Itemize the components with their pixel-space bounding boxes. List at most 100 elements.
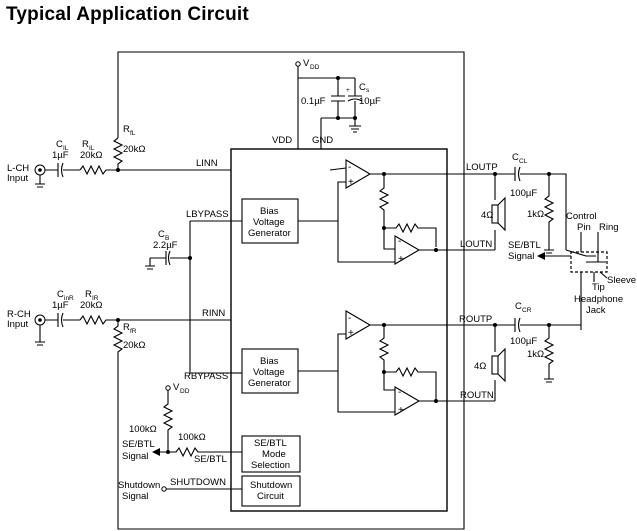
r1k-left-label: 1kΩ [527,209,544,220]
cir-val: 1µF [52,300,69,311]
se-btl-signal-label-1: SE/BTL [508,240,541,251]
amp-r1-minus: - [348,313,351,324]
cap-ccl [514,166,521,182]
res-1k-right [543,325,555,374]
cap-cs [347,78,363,118]
tip-label: Tip [592,282,605,293]
loutn-label: LOUTN [460,239,492,250]
res-rfr [112,320,124,360]
bias1-line2: Voltage [253,217,285,228]
rfl-val: 20kΩ [123,144,145,155]
amp-r2-minus: - [398,387,401,398]
res-rfl [112,137,124,170]
rfr-label: R [123,322,130,333]
amp-l2-minus: - [398,236,401,247]
ril-val: 20kΩ [80,150,102,161]
shutdown-signal-label-1: Shutdown [118,480,160,491]
vdd-top-terminal [295,61,301,67]
cb-sub: B [165,235,169,242]
rfr-val: 20kΩ [123,340,145,351]
linn-label: LINN [196,158,218,169]
control-pin-label-2: Pin [577,222,591,233]
outer-loop-wire [117,51,465,530]
cil-label: C [56,139,63,150]
bias1-line3: Generator [248,228,291,239]
ccl-sub: CL [519,158,528,165]
cir-label: C [57,289,64,300]
ccl-label: C [512,152,519,163]
cap-01uF-label: 0.1µF [301,96,326,107]
cs-plus: + [346,87,350,94]
ril-sub: IL [89,145,95,152]
se-btl-input-label-2: Signal [122,451,148,462]
rir-label: R [85,289,92,300]
r100k-1-label: 100kΩ [129,424,157,435]
ccr-val: 100µF [510,336,537,347]
cs-sub: s [366,87,370,94]
rinn-label: RINN [202,308,225,319]
vdd-top-label: V [303,58,310,69]
cap-cil [57,162,64,178]
bias1-line1: Bias [260,206,279,217]
cap-ccr [514,317,521,333]
shutdown-box-line2: Circuit [257,491,284,502]
r100k-2-label: 100kΩ [178,432,206,443]
cap-01uF [331,78,345,118]
rch-input-label-1: R-CH [7,309,31,320]
ccr-label: C [515,301,522,312]
speaker-left [491,204,499,224]
loutp-label: LOUTP [466,162,498,173]
headphone-label-1: Headphone [574,294,623,305]
cap-cb [150,221,231,374]
shutdown-box-line1: Shutdown [250,480,292,491]
res-100k-pullup [162,390,174,452]
amp-l1-plus: + [348,177,354,188]
sleeve-label: Sleeve [607,275,636,286]
bias2-line1: Bias [260,356,279,367]
rfl-label: R [123,124,130,135]
vdd-low-terminal [165,385,171,391]
cap-cir [57,312,64,328]
ccr-sub: CR [522,307,532,314]
shutdown-signal-label-2: Signal [122,491,148,502]
res-rir [79,314,231,326]
res-ril [79,164,231,176]
mode-line1: SE/BTL [254,438,287,449]
mode-line3: Selection [251,460,290,471]
res-1k-left [543,174,555,244]
vdd-low-label: V [173,382,180,393]
cir-sub: inR [64,295,74,302]
lbypass-label: LBYPASS [186,209,229,220]
ic-box [230,148,448,512]
rir-sub: IR [92,295,99,302]
control-pin-label-1: Control [566,211,597,222]
lch-input-label-1: L-CH [7,163,29,174]
cap-10uF-label: 10µF [359,96,381,107]
headphone-jack [570,251,608,273]
routp-label: ROUTP [459,314,492,325]
mode-line2: Mode [262,449,286,460]
gnd-symbol-top [349,118,361,133]
r4-right-label: 4Ω [474,361,486,372]
ccl-val: 100µF [510,188,537,199]
cil-val: 1µF [52,150,69,161]
se-btl-signal-label-2: Signal [508,251,534,262]
rir-val: 20kΩ [80,300,102,311]
amp-l1 [345,159,372,189]
diagram-title: Typical Application Circuit [6,4,249,25]
amp-r1 [345,310,372,340]
se-btl-input-label-1: SE/BTL [122,439,155,450]
amp-r1-plus: + [348,328,354,339]
amp-l2-plus: + [398,254,404,265]
r4-left-label: 4Ω [481,210,493,221]
vdd-low-sub: DD [180,388,190,395]
speaker-right [491,355,499,375]
ring-label: Ring [599,222,619,233]
ril-label: R [82,139,89,150]
cil-sub: IL [63,145,69,152]
r1k-right-label: 1kΩ [527,349,544,360]
vdd-rail [297,66,355,149]
rfl-sub: fL [130,130,136,137]
lch-input-label-2: Input [7,173,28,184]
